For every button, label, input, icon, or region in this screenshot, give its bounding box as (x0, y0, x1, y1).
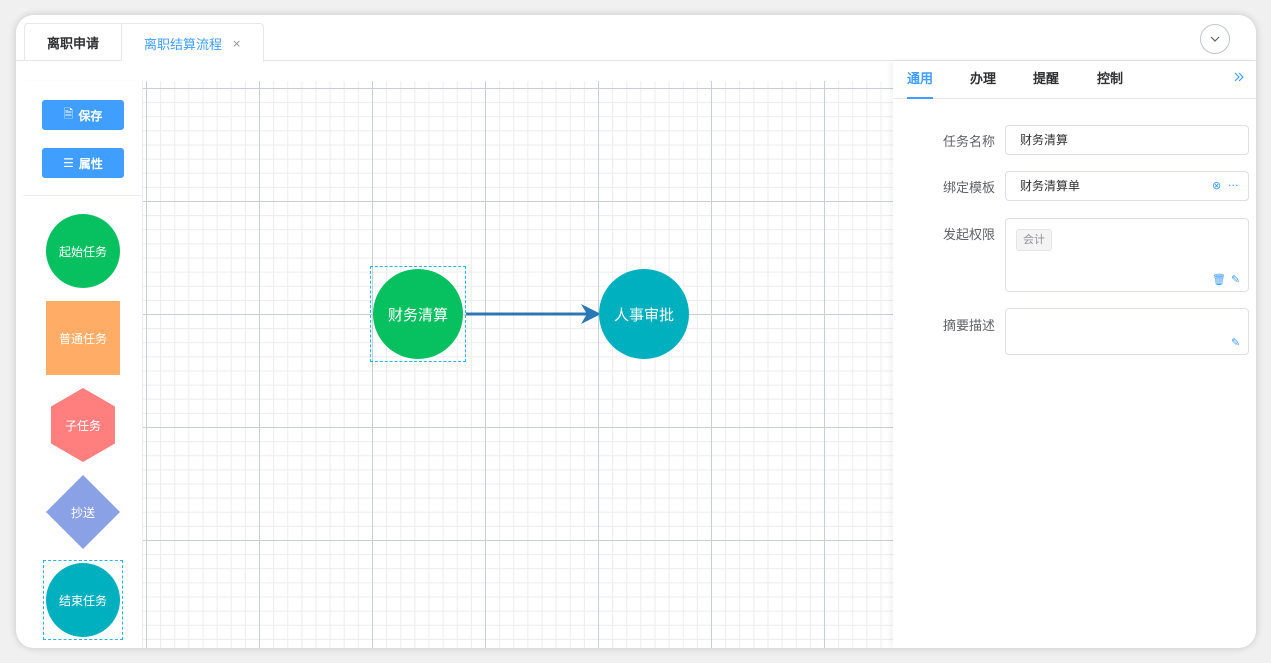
permission-label: 发起权限 (942, 228, 995, 243)
tab-control[interactable]: 控制 (1097, 72, 1124, 87)
shape-label: 普通任务 (58, 331, 107, 346)
trash-icon[interactable]: 🗑 (1212, 273, 1226, 286)
task-name-value: 财务清算 (1020, 133, 1069, 147)
properties-label: 属性 (78, 156, 103, 171)
tab-remind[interactable]: 提醒 (1033, 72, 1060, 87)
palette-end-task[interactable]: 结束任务 (46, 563, 120, 637)
tab-label: 离职申请 (47, 37, 100, 52)
tab-bar: 离职申请 离职结算流程 × (16, 15, 1256, 62)
properties-panel: 通用 办理 提醒 控制 任务名称 财务清算 绑定模板 财务清算单 ⊗ ··· 发… (893, 61, 1256, 648)
diamond-shape (46, 475, 120, 549)
clear-icon[interactable]: ⊗ (1212, 179, 1222, 192)
shape-label: 抄送 (70, 505, 95, 520)
edit-icon[interactable]: ✎ (1231, 336, 1241, 349)
template-select[interactable]: 财务清算单 ⊗ ··· (1005, 171, 1249, 201)
task-name-label: 任务名称 (942, 135, 995, 150)
save-icon: 🗎 (63, 106, 74, 121)
tab-general[interactable]: 通用 (907, 72, 934, 87)
node-label: 人事审批 (613, 305, 674, 324)
hexagon-shape (51, 388, 115, 462)
save-label: 保存 (78, 108, 103, 123)
edge-layer (466, 304, 601, 324)
collapse-button[interactable] (1200, 24, 1230, 54)
tab-resignation-request[interactable]: 离职申请 (24, 23, 123, 61)
tab-label: 离职结算流程 (144, 37, 223, 53)
arrow-head-icon (581, 304, 601, 324)
palette-start-task[interactable]: 起始任务 (46, 214, 120, 288)
panel-tabs: 通用 办理 提醒 控制 (893, 61, 1256, 99)
properties-button[interactable]: ☰ 属性 (42, 148, 124, 178)
node-hr-approval[interactable]: 人事审批 (599, 269, 689, 359)
shape-palette: 🗎 保存 ☰ 属性 起始任务 普通任务 子任务 抄送 (23, 81, 143, 648)
close-icon[interactable]: × (232, 36, 242, 50)
palette-normal-task[interactable]: 普通任务 (46, 301, 120, 375)
palette-cc[interactable]: 抄送 (46, 475, 120, 549)
tab-resignation-settlement[interactable]: 离职结算流程 × (122, 23, 265, 62)
node-finance-settlement[interactable]: 财务清算 (373, 269, 463, 359)
selected-node-box (370, 266, 466, 362)
shape-label: 结束任务 (58, 593, 107, 608)
shape-label: 子任务 (64, 418, 101, 433)
selection-box (43, 560, 123, 640)
task-name-input[interactable]: 财务清算 (1005, 125, 1249, 155)
edit-icon[interactable]: ✎ (1231, 273, 1241, 286)
flow-canvas[interactable]: 财务清算 人事审批 (143, 81, 893, 648)
tab-handle[interactable]: 办理 (970, 72, 997, 87)
template-label: 绑定模板 (942, 181, 995, 196)
palette-toolbar: 🗎 保存 ☰ 属性 (23, 81, 143, 196)
save-button[interactable]: 🗎 保存 (42, 100, 124, 130)
active-tab-indicator (907, 97, 933, 99)
permission-box[interactable]: 会计 🗑 ✎ (1005, 218, 1249, 292)
summary-label: 摘要描述 (942, 319, 995, 334)
palette-subtask[interactable]: 子任务 (46, 388, 120, 462)
double-chevron-right-icon[interactable] (1234, 70, 1244, 86)
workflow-window: 离职申请 离职结算流程 × 🗎 保存 ☰ 属性 起始任务 普通 (16, 15, 1256, 648)
node-label: 财务清算 (387, 305, 448, 324)
list-icon: ☰ (63, 156, 74, 170)
summary-textarea[interactable]: ✎ (1005, 308, 1249, 355)
chevron-down-icon (1210, 36, 1220, 42)
more-icon[interactable]: ··· (1228, 179, 1239, 192)
permission-tag: 会计 (1016, 229, 1052, 251)
template-value: 财务清算单 (1020, 179, 1081, 193)
shape-label: 起始任务 (58, 244, 107, 259)
